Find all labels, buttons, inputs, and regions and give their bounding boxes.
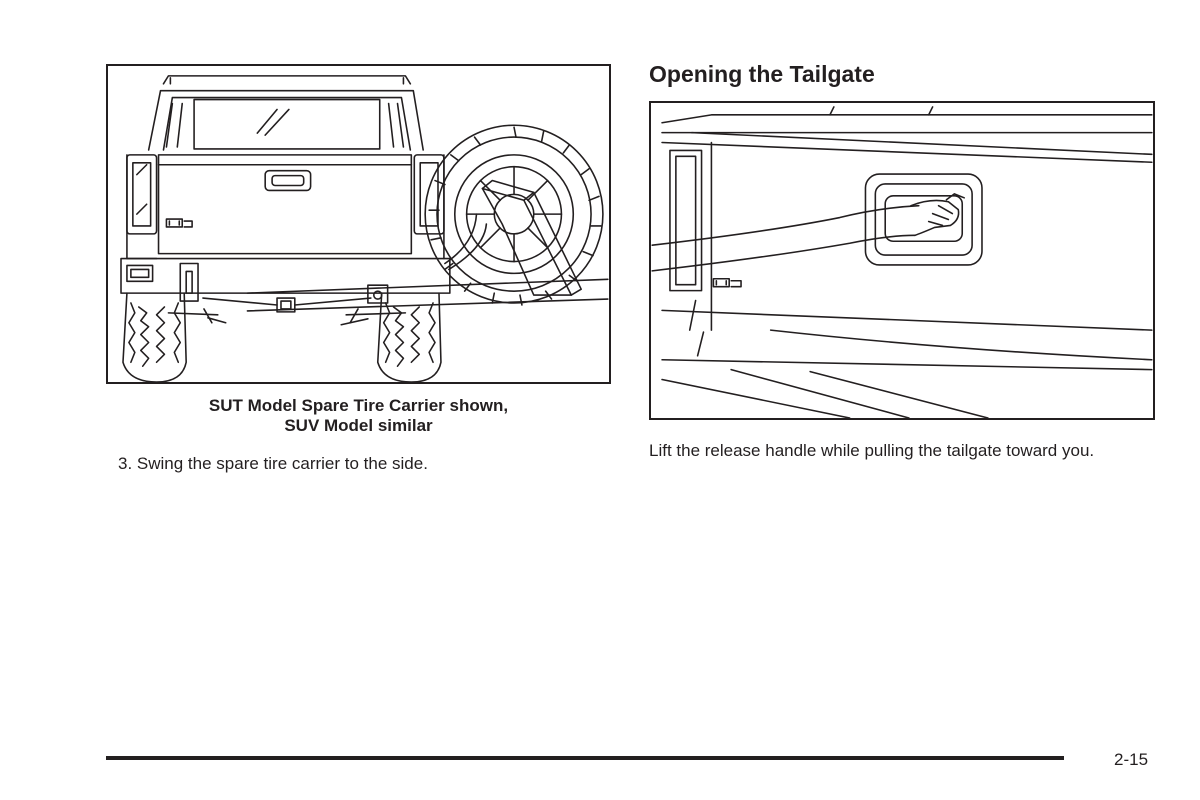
footer-rule [106, 756, 1064, 760]
page-number: 2-15 [1114, 750, 1149, 769]
spare-tire-carrier-illustration [106, 64, 611, 384]
figure-caption-line1: SUT Model Spare Tire Carrier shown, [208, 396, 509, 415]
step-3-text: 3. Swing the spare tire carrier to the s… [118, 454, 428, 473]
tailgate-release-illustration [649, 101, 1155, 420]
figure-caption-line2: SUV Model similar [284, 416, 433, 435]
tailgate-instruction: Lift the release handle while pulling th… [649, 441, 1095, 460]
section-heading: Opening the Tailgate [649, 61, 875, 87]
figure-caption: SUT Model Spare Tire Carrier shown, SUV … [106, 396, 611, 436]
